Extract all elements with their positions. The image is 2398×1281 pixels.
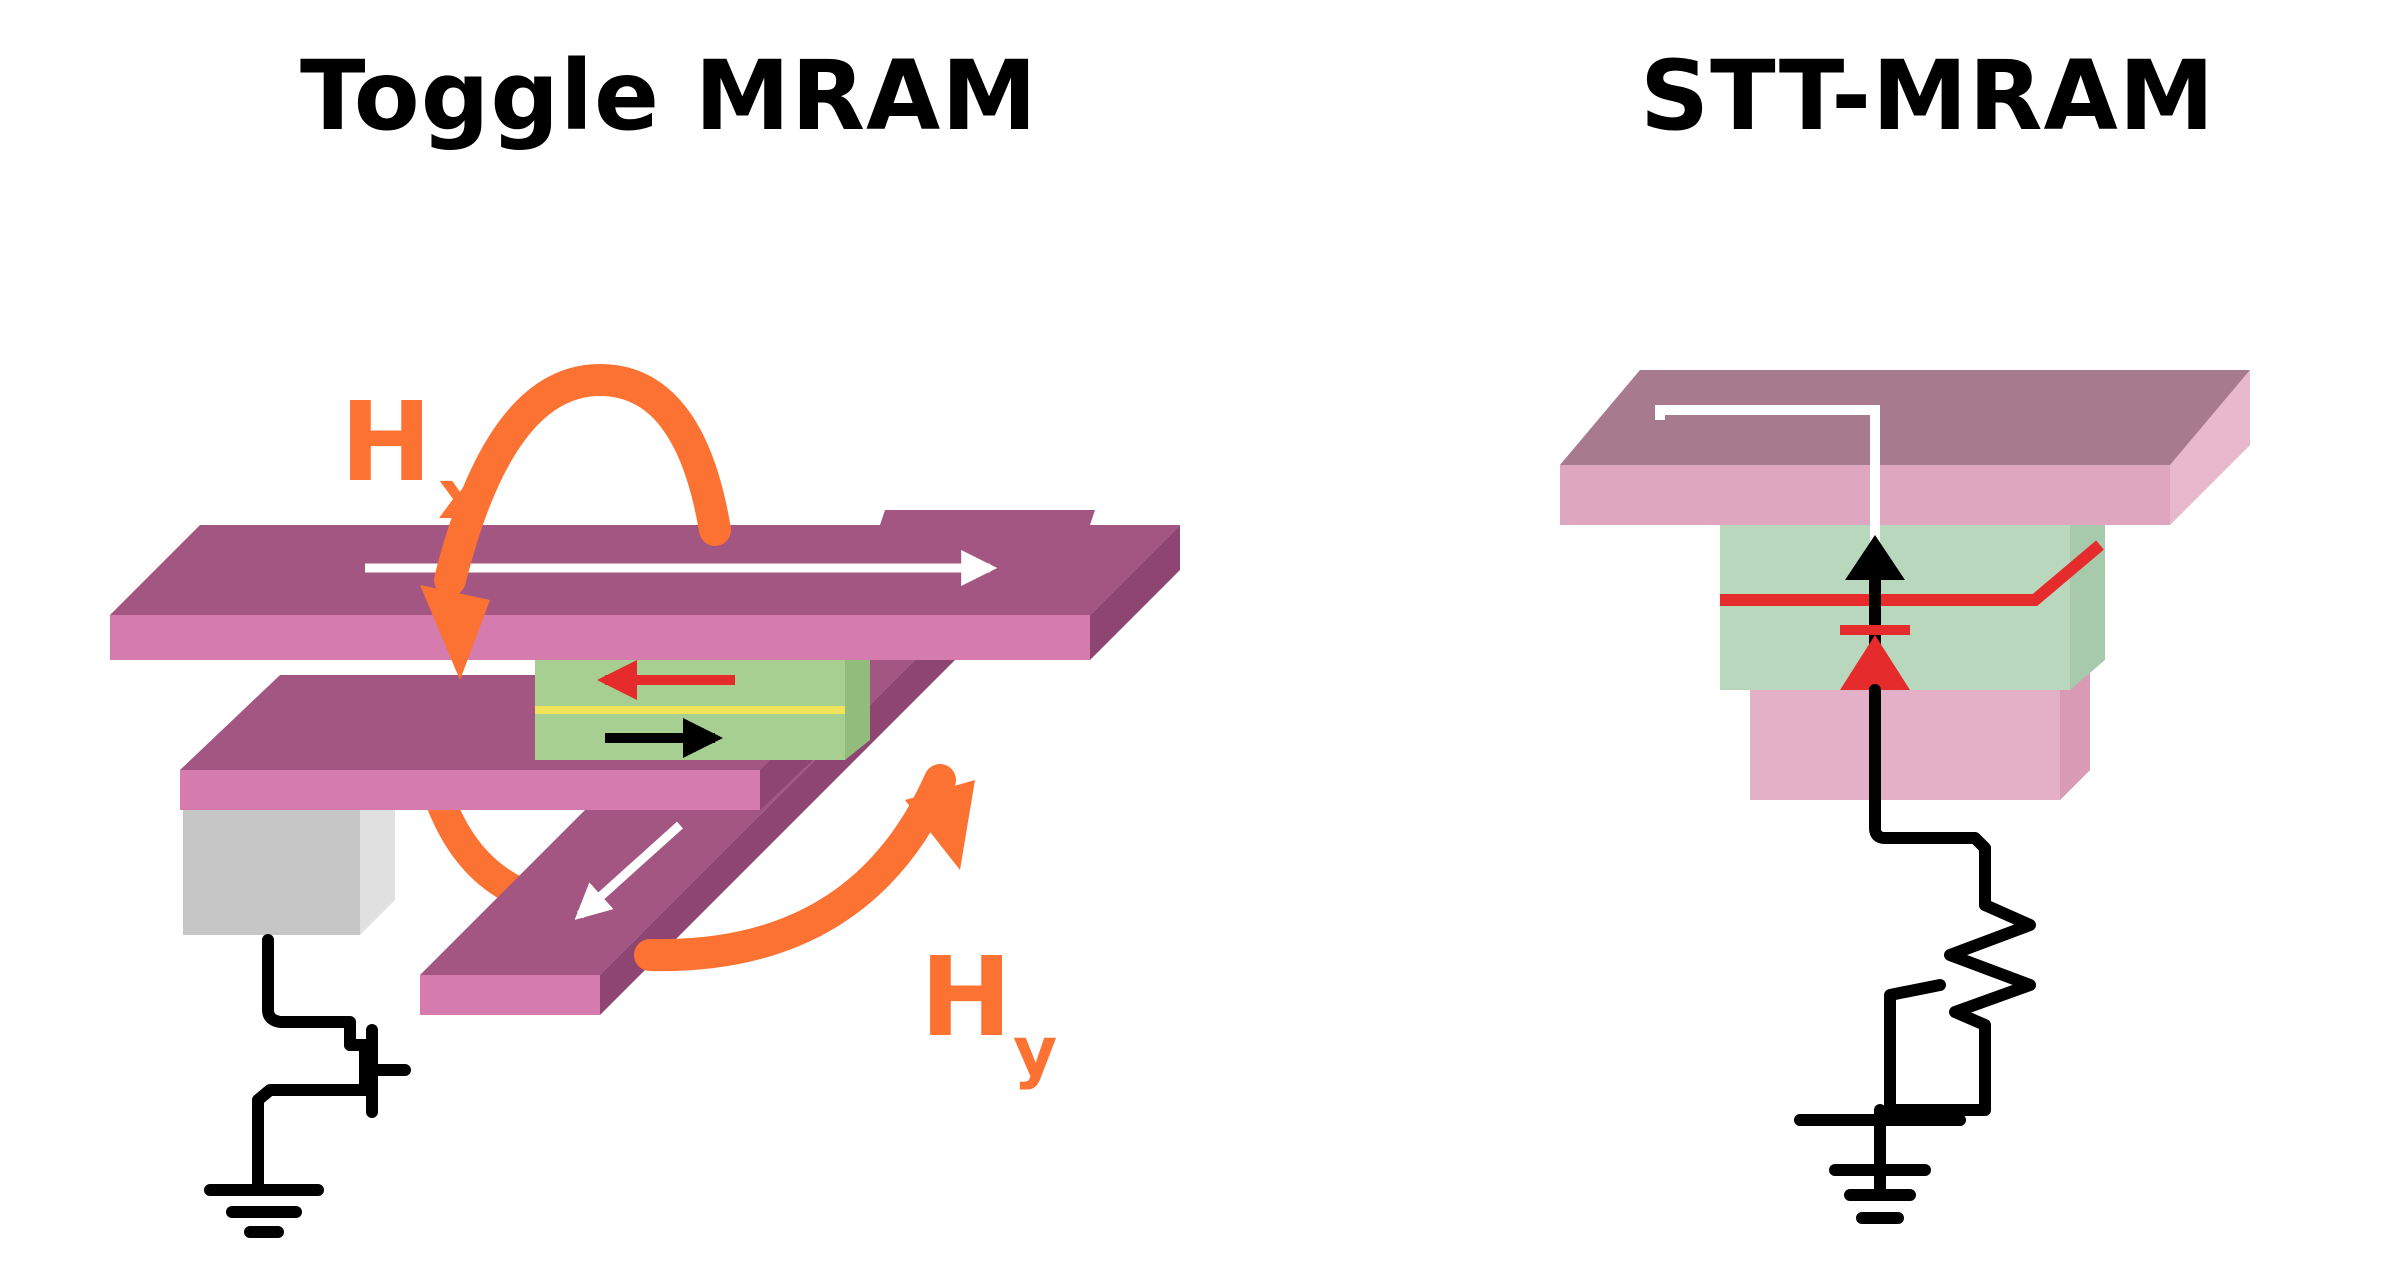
hy-subscript: y <box>1013 1013 1057 1092</box>
current-arrow-diagonal <box>574 821 684 920</box>
hy-label: H <box>920 933 1012 1061</box>
hy-arc <box>634 764 956 972</box>
resistor-symbol <box>1944 899 2036 1091</box>
stt-tunnel-barrier <box>1720 540 2104 606</box>
toggle-mram-title: Toggle MRAM <box>300 40 1038 152</box>
stt-circuit <box>1794 684 2036 1224</box>
top-rail <box>110 510 1180 660</box>
transistor-block <box>183 770 395 935</box>
toggle-mram-diagram: H x H y <box>110 363 1180 1238</box>
ground-symbol-left <box>204 1184 324 1238</box>
diode-symbol <box>1840 625 1910 690</box>
hx-arc <box>434 363 731 596</box>
stt-mtj-stack <box>1720 500 2105 690</box>
mtj-stack <box>535 640 870 760</box>
hx-subscript: x <box>438 456 482 535</box>
stt-mram-diagram <box>1560 370 2250 1224</box>
stt-current-path <box>1655 405 1880 545</box>
hx-arrowhead <box>420 585 490 680</box>
stt-mram-title: STT-MRAM <box>1640 40 2216 152</box>
stt-top-electrode <box>1560 370 2250 545</box>
hy-arrowhead <box>905 780 975 870</box>
stt-arrowhead <box>1845 535 1905 580</box>
stt-bottom-electrode <box>1750 640 2090 800</box>
hx-label: H <box>340 378 432 506</box>
ground-symbol-right <box>1829 1164 1931 1224</box>
transistor-circuit <box>204 934 411 1238</box>
